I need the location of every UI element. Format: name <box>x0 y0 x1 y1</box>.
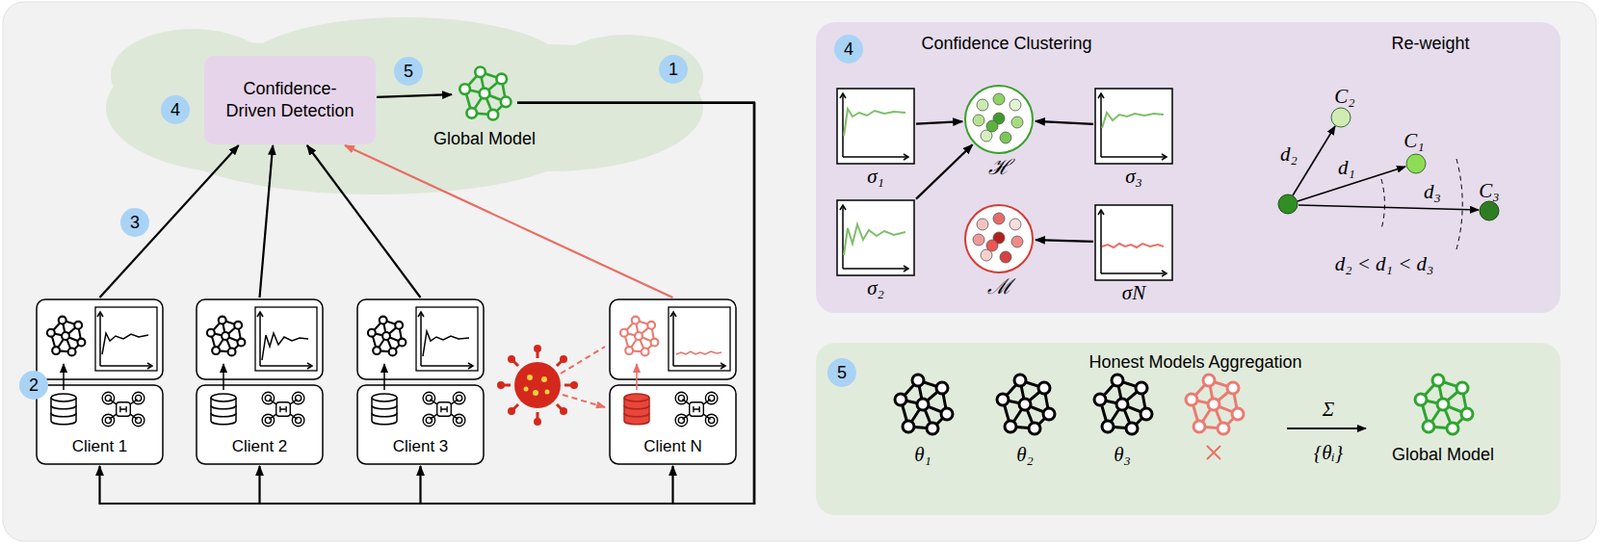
clustering-panel-fill <box>815 22 1561 314</box>
reweight-figure <box>1278 107 1499 250</box>
cloud <box>105 17 704 195</box>
callout-number: 5 <box>393 56 423 86</box>
math-label: d₃ <box>1423 180 1442 205</box>
connector <box>1035 121 1094 125</box>
cluster-shape <box>963 203 1035 275</box>
math-label: {θᵢ} <box>1313 441 1343 466</box>
process-box: Confidence-Driven Detection <box>204 55 376 145</box>
cluster-circle: ℋ <box>963 83 1035 181</box>
confidence-chart: σ₃ <box>1094 87 1174 188</box>
callout-number: 3 <box>120 208 150 237</box>
chart-box <box>836 199 916 277</box>
chart-box <box>1094 87 1174 165</box>
math-label: C₁ <box>1403 129 1424 154</box>
callout-number: 5 <box>827 358 857 388</box>
section-panel: Confidence Clustering Re-weight σ₁ ℋσ₃ σ₂ ℳσN <box>815 22 1561 314</box>
math-label: Σ <box>1322 397 1335 422</box>
connector <box>344 145 674 298</box>
client-unit: Client 3 <box>356 298 485 466</box>
global-model: Global Model <box>412 61 557 150</box>
chart-box <box>836 87 916 165</box>
math-label: θ₁ <box>914 443 932 468</box>
panel-title: Re-weight <box>1390 33 1469 54</box>
section-panel: Honest Models Aggregation <box>815 342 1561 516</box>
panel-title: Honest Models Aggregation <box>1088 352 1302 373</box>
connector <box>307 145 421 298</box>
connector <box>916 144 973 199</box>
client-unit: Client N <box>608 298 737 466</box>
cluster-shape <box>963 83 1035 156</box>
confidence-chart: σN <box>1094 204 1174 305</box>
math-label: θ₂ <box>1016 443 1034 468</box>
node-text: σ₃ <box>1125 164 1143 188</box>
math-label: C₃ <box>1478 179 1499 204</box>
virus <box>497 344 605 426</box>
aggregation-panel-fill <box>815 342 1561 516</box>
model-icon <box>452 61 517 126</box>
confidence-chart: σ₁ <box>836 87 916 188</box>
chart-box <box>1094 204 1174 282</box>
callout-number: 2 <box>19 370 49 400</box>
client-unit: Client 1 <box>35 298 164 466</box>
math-label: C₂ <box>1334 84 1355 109</box>
node-text: Client 3 <box>356 437 485 457</box>
node-text: σN <box>1122 281 1146 305</box>
node-text: σ₁ <box>866 164 885 188</box>
callout-number: 1 <box>658 54 688 84</box>
aggregation-figure <box>894 374 1473 460</box>
text-label: Global Model <box>1391 445 1495 466</box>
node-text: ℳ <box>987 274 1012 300</box>
connector <box>376 94 452 98</box>
node-text: Global Model <box>433 129 536 150</box>
math-label: d₁ <box>1337 156 1356 181</box>
connector <box>260 145 274 298</box>
math-label: d₂ <box>1280 142 1298 167</box>
node-text: ℋ <box>988 155 1011 181</box>
connector <box>517 103 755 504</box>
node-text: Client N <box>608 437 737 457</box>
connector <box>100 103 756 504</box>
math-label: d₂ < d₁ < d₃ <box>1335 252 1435 277</box>
connector <box>100 145 239 298</box>
node-text: Confidence-Driven Detection <box>219 78 361 123</box>
connector <box>1035 239 1094 242</box>
node-text: Client 2 <box>195 437 324 457</box>
connector <box>260 103 756 504</box>
math-label: θ₃ <box>1113 443 1131 468</box>
connector <box>916 121 963 125</box>
panel-title: Confidence Clustering <box>920 33 1092 54</box>
callout-number: 4 <box>834 34 864 64</box>
confidence-chart: σ₂ <box>836 199 916 300</box>
callout-number: 4 <box>160 95 190 125</box>
node-text: Client 1 <box>35 437 164 457</box>
node-text: σ₂ <box>866 276 885 300</box>
client-unit: Client 2 <box>195 298 324 466</box>
cluster-circle: ℳ <box>963 203 1035 300</box>
